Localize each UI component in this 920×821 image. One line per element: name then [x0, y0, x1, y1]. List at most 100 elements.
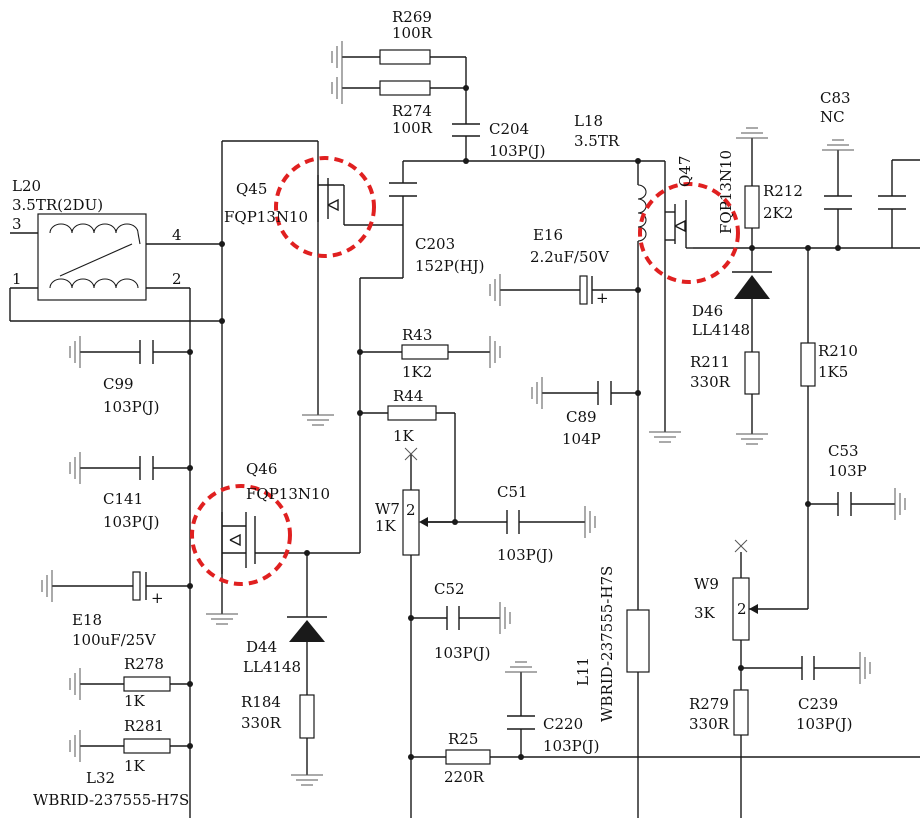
label-c52-val: 103P(J) — [434, 644, 490, 662]
label-r184-val: 330R — [241, 714, 282, 732]
label-w7-val: 1K — [375, 517, 397, 535]
ground-icon — [291, 774, 323, 786]
ground-icon — [206, 613, 238, 625]
label-q47-val: FQP13N10 — [717, 150, 735, 234]
label-c99-ref: C99 — [103, 375, 134, 393]
label-w7-pin: 2 — [406, 501, 416, 519]
label-c89-ref: C89 — [566, 408, 597, 426]
label-r184-ref: R184 — [241, 693, 281, 711]
label-e18-val: 100uF/25V — [72, 631, 157, 649]
ground-icon — [649, 431, 681, 443]
label-r43-ref: R43 — [402, 326, 432, 344]
label-l32-ref: L32 — [86, 769, 115, 787]
label-r25-ref: R25 — [448, 730, 478, 748]
label-q46-val: FQP13N10 — [246, 485, 330, 503]
label-r269-ref: R269 — [392, 8, 432, 26]
label-l11-val: WBRID-237555-H7S — [598, 566, 616, 722]
label-c83-ref: C83 — [820, 89, 851, 107]
capacitor-c204 — [452, 123, 480, 137]
resistor-r43 — [401, 344, 449, 360]
label-r274-val: 100R — [392, 119, 433, 137]
label-q47-ref: Q47 — [676, 156, 694, 187]
ground-icon — [499, 602, 511, 634]
label-r278-val: 1K — [124, 692, 146, 710]
label-r279-ref: R279 — [689, 695, 729, 713]
label-e18-plus: + — [151, 589, 164, 607]
highlight-circle-q47 — [638, 182, 740, 284]
label-c53-val: 103P — [828, 462, 867, 480]
resistor-r212 — [744, 185, 760, 229]
label-r279-val: 330R — [689, 715, 730, 733]
ground-icon — [69, 668, 81, 700]
label-r44-val: 1K — [393, 427, 415, 445]
label-c141-val: 103P(J) — [103, 513, 159, 531]
label-d44-ref: D44 — [246, 638, 277, 656]
ground-icon — [822, 139, 854, 151]
label-pin2: 2 — [172, 270, 182, 288]
ground-icon — [302, 414, 334, 426]
label-c220-ref: C220 — [543, 715, 583, 733]
label-e16-ref: E16 — [533, 226, 563, 244]
capacitors — [132, 123, 906, 730]
resistors — [123, 49, 816, 765]
ground-icon — [41, 570, 53, 602]
label-e18-ref: E18 — [72, 611, 102, 629]
label-l18-val: 3.5TR — [574, 132, 620, 150]
label-c99-val: 103P(J) — [103, 398, 159, 416]
potentiometer-w7 — [402, 447, 455, 556]
capacitor-c203 — [389, 182, 417, 197]
label-l11-ref: L11 — [574, 657, 592, 686]
mosfet-q45 — [317, 175, 376, 226]
label-pin1: 1 — [12, 270, 22, 288]
ground-icon — [69, 452, 81, 484]
label-r281-val: 1K — [124, 757, 146, 775]
label-c204-ref: C204 — [489, 120, 529, 138]
resistor-r274 — [379, 80, 431, 96]
diode-d44 — [287, 616, 327, 642]
label-r274-ref: R274 — [392, 102, 432, 120]
label-r211-val: 330R — [690, 373, 731, 391]
potentiometer-w9 — [732, 539, 758, 641]
ground-icon — [489, 336, 501, 368]
capacitor-c99 — [139, 340, 154, 364]
resistor-r279 — [733, 689, 749, 736]
resistor-r269 — [379, 49, 431, 65]
label-pin3: 3 — [12, 215, 22, 233]
label-r269-val: 100R — [392, 24, 433, 42]
label-l32-val: WBRID-237555-H7S — [33, 791, 189, 809]
label-q46-ref: Q46 — [246, 460, 277, 478]
capacitor-c53 — [837, 492, 852, 516]
resistor-r184 — [299, 694, 315, 739]
wires — [9, 56, 920, 818]
label-c239-val: 103P(J) — [796, 715, 852, 733]
label-r211-ref: R211 — [690, 353, 730, 371]
mosfet-q47 — [664, 200, 693, 249]
junction-dots — [187, 85, 841, 760]
capacitor-c89 — [597, 381, 612, 405]
ground-icon — [69, 336, 81, 368]
capacitor-c239 — [801, 656, 815, 680]
label-c89-val: 104P — [562, 430, 601, 448]
label-w7-ref: W7 — [375, 500, 400, 518]
label-c203-ref: C203 — [415, 235, 455, 253]
resistor-r44 — [387, 405, 437, 421]
label-d44-val: LL4148 — [243, 658, 301, 676]
highlight-markers — [190, 156, 740, 586]
label-c51-ref: C51 — [497, 483, 528, 501]
mosfet-q46 — [221, 512, 256, 574]
label-r44-ref: R44 — [393, 387, 423, 405]
ground-icon — [859, 652, 871, 684]
ground-icon — [505, 661, 537, 673]
ground-icon — [584, 506, 596, 538]
label-c51-val: 103P(J) — [497, 546, 553, 564]
ground-icon — [489, 274, 501, 306]
capacitor-unlabeled — [878, 195, 906, 210]
label-l18-ref: L18 — [574, 112, 603, 130]
label-r210-val: 1K5 — [818, 363, 848, 381]
diode-d46 — [732, 271, 772, 299]
label-r210-ref: R210 — [818, 342, 858, 360]
label-r278-ref: R278 — [124, 655, 164, 673]
label-r212-ref: R212 — [763, 182, 803, 200]
resistor-r278 — [123, 676, 171, 692]
